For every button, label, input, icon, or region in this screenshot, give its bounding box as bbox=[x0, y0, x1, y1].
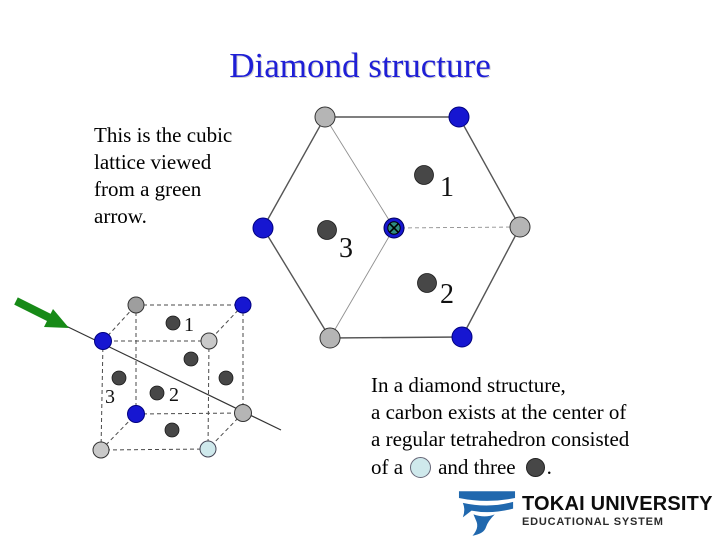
blue-atom bbox=[94, 332, 112, 350]
carbon-atom-2 bbox=[149, 385, 165, 401]
light-gray-atom bbox=[92, 441, 110, 459]
green-arrow-shaft bbox=[14, 297, 52, 322]
slide-title: Diamond structure bbox=[229, 46, 491, 85]
left-note-line: arrow. bbox=[94, 204, 147, 228]
carbon-atom bbox=[183, 351, 199, 367]
logo-mark-band bbox=[472, 514, 495, 536]
logo-name: TOKAI UNIVERSITY bbox=[522, 493, 713, 515]
left-note-line: lattice viewed bbox=[94, 150, 212, 174]
cube-label-3: 3 bbox=[105, 386, 115, 408]
logo-text: TOKAI UNIVERSITY EDUCATIONAL SYSTEM bbox=[522, 489, 713, 528]
hexagon-edge bbox=[458, 116, 521, 228]
logo-mark-band bbox=[458, 491, 516, 501]
hexagon-edge bbox=[262, 227, 331, 339]
hexagon-label-1: 1 bbox=[440, 172, 454, 203]
light-gray-atom bbox=[200, 332, 218, 350]
left-note-line: This is the cubic bbox=[94, 123, 233, 147]
right-note-line: of a and three . bbox=[371, 454, 701, 481]
gray-atom bbox=[314, 106, 336, 128]
hexagon-projection-diagram: 1 3 2 bbox=[252, 106, 531, 349]
right-note: In a diamond structure, a carbon exists … bbox=[371, 372, 701, 481]
dark-carbon-atom-icon bbox=[525, 458, 545, 477]
carbon-atom-1 bbox=[165, 315, 181, 331]
logo-subtitle: EDUCATIONAL SYSTEM bbox=[522, 516, 664, 528]
spoke-right-dashed bbox=[393, 226, 521, 229]
tokai-logo: TOKAI UNIVERSITY EDUCATIONAL SYSTEM bbox=[458, 489, 713, 536]
legend-suffix: . bbox=[546, 455, 552, 479]
cube-edge bbox=[135, 412, 244, 415]
green-arrow-head bbox=[44, 309, 69, 328]
carbon-atom-1 bbox=[414, 165, 434, 185]
cube-lattice-diagram: 1 3 2 bbox=[14, 296, 282, 459]
gray-atom bbox=[127, 296, 145, 314]
logo-mark-band bbox=[462, 501, 514, 518]
carbon-atom bbox=[164, 422, 180, 438]
cube-edge bbox=[100, 448, 209, 451]
blue-atom bbox=[252, 217, 274, 239]
spoke-bottom-left bbox=[329, 227, 395, 339]
blue-atom bbox=[127, 405, 145, 423]
gray-atom bbox=[319, 327, 341, 349]
carbon-atom-3 bbox=[111, 370, 127, 386]
right-note-line: a carbon exists at the center of bbox=[371, 400, 627, 424]
blue-atom bbox=[448, 106, 470, 128]
carbon-atom bbox=[218, 370, 234, 386]
hexagon-edge bbox=[329, 336, 463, 339]
carbon-atom-3 bbox=[317, 220, 337, 240]
hexagon-label-3: 3 bbox=[339, 233, 353, 264]
legend-prefix: of a bbox=[371, 455, 404, 479]
hexagon-edge bbox=[262, 116, 326, 229]
cube-label-2: 2 bbox=[169, 384, 179, 406]
left-note: This is the cubic lattice viewed from a … bbox=[94, 122, 284, 230]
right-note-line: In a diamond structure, bbox=[371, 373, 566, 397]
left-note-line: from a green bbox=[94, 177, 202, 201]
pale-cyan-atom bbox=[199, 440, 217, 458]
cube-edge bbox=[100, 340, 104, 451]
cube-label-1: 1 bbox=[184, 314, 194, 336]
gray-atom bbox=[509, 216, 531, 238]
tokai-logo-mark-icon bbox=[458, 491, 516, 536]
legend-middle: and three bbox=[438, 455, 516, 479]
pale-cyan-atom-icon bbox=[410, 457, 432, 478]
hexagon-edge bbox=[461, 226, 521, 338]
blue-atom bbox=[234, 296, 252, 314]
right-note-line: a regular tetrahedron consisted bbox=[371, 427, 630, 451]
carbon-atom-2 bbox=[417, 273, 437, 293]
blue-atom bbox=[451, 326, 473, 348]
x-mark bbox=[389, 223, 399, 233]
gray-atom bbox=[234, 404, 252, 422]
spoke-top-left bbox=[324, 116, 395, 229]
hexagon-label-2: 2 bbox=[440, 279, 454, 310]
green-arrow bbox=[14, 297, 69, 328]
